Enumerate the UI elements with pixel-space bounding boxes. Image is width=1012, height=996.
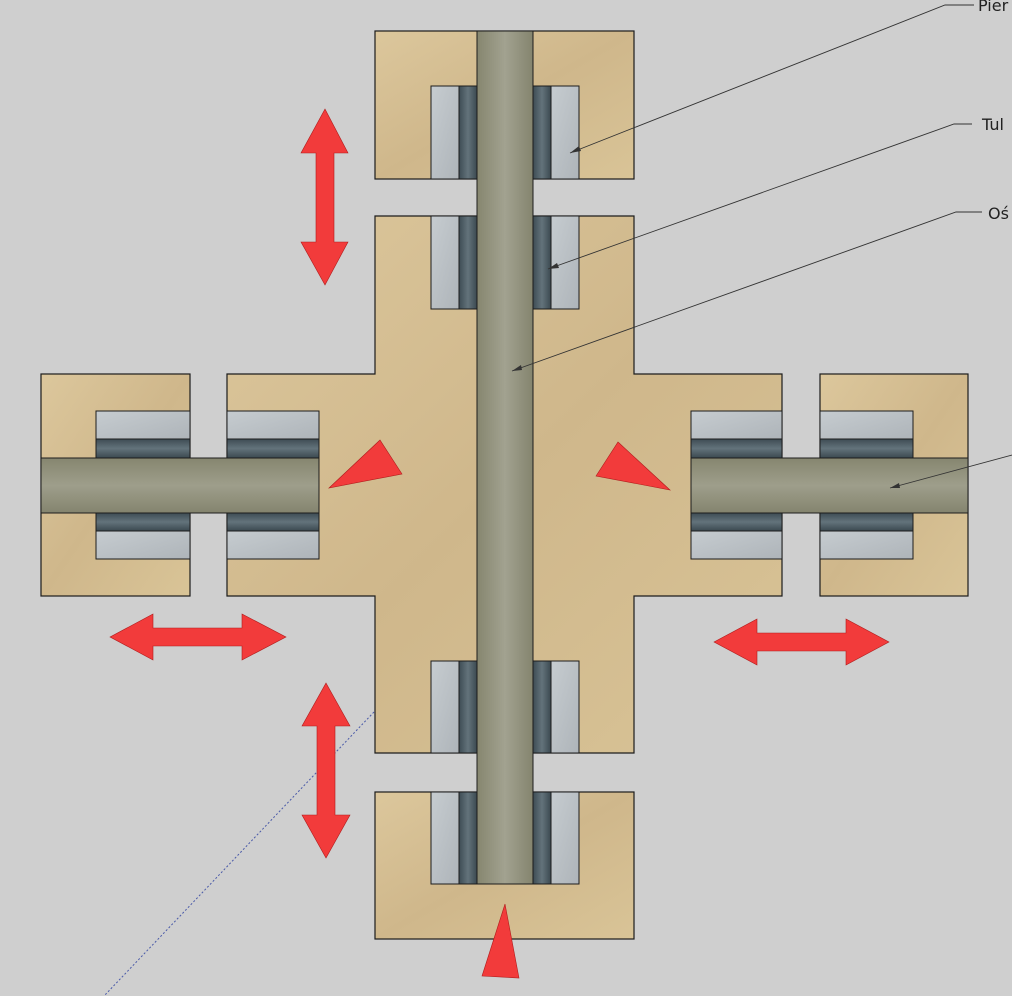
right-pointer-triangle-icon xyxy=(595,441,671,491)
vertical-bearings xyxy=(430,85,580,885)
vertical-double-arrow-icon xyxy=(301,682,351,859)
vertical-shaft xyxy=(476,30,534,885)
leader-arrowheads xyxy=(512,146,900,488)
vertical-double-arrow-icon xyxy=(300,108,349,286)
leader-lines xyxy=(511,4,1012,489)
right-shaft xyxy=(690,457,969,514)
left-pointer-triangle-icon xyxy=(328,439,403,489)
label-tuleja: Tul xyxy=(981,115,1004,134)
horizontal-double-arrow-icon xyxy=(109,613,287,661)
label-os: Oś xyxy=(988,204,1009,223)
horizontal-bearings xyxy=(95,410,914,560)
motion-arrows xyxy=(109,108,890,979)
left-shaft xyxy=(40,457,320,514)
label-pierscien: Pier xyxy=(978,0,1009,15)
horizontal-double-arrow-icon xyxy=(713,618,890,666)
up-pointer-triangle-icon xyxy=(481,903,520,979)
